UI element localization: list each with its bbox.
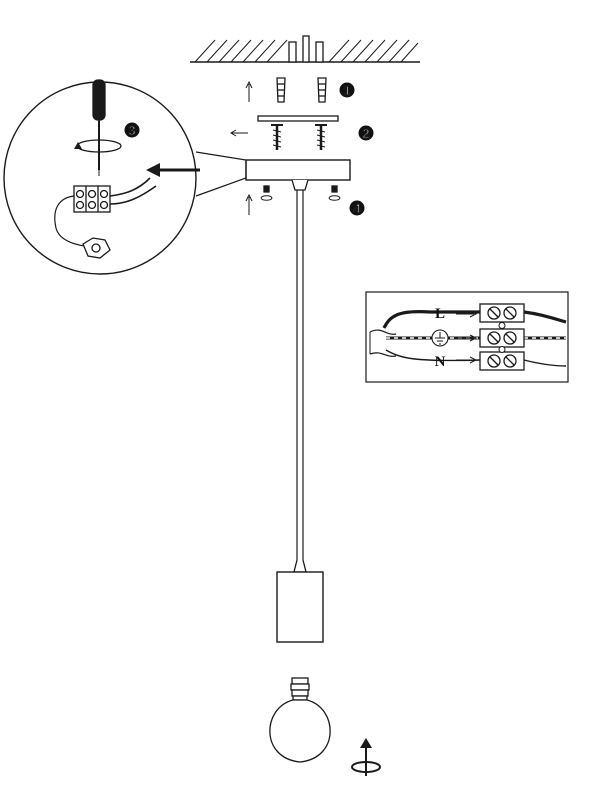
wall-plug-left [276,77,286,103]
ceiling [190,35,420,63]
step-number-2: 2 [362,126,369,141]
screw-left [271,124,283,150]
terminal-earth [479,328,525,348]
screwdriver-icon [92,79,106,176]
terminal-block-icon [73,185,111,213]
step-number-1: 1 [343,83,350,98]
neutral-label: N [435,354,446,370]
step-badge-1: 1 [339,82,355,99]
mounting-bracket [230,115,339,150]
earth-ground-icon [431,329,449,347]
pendant-cable [293,190,307,573]
screw-right [315,124,327,150]
wiring-inset: L N [365,291,569,383]
terminal-neutral [479,351,525,371]
step-number-3: 3 [128,123,135,138]
wiring-detail-bubble [3,79,247,275]
step-badge-2: 2 [358,125,374,142]
step-badge-3: 3 [124,122,140,139]
step-number-4: 4 [353,201,361,216]
hex-nut-icon [82,237,111,259]
terminal-live [479,303,525,323]
step-badge-4: 4 [349,200,365,217]
wall-plug-right [317,77,327,103]
light-bulb-icon [269,677,331,763]
rotate-arrow-icon [74,139,122,153]
lamp-socket-icon [276,571,324,643]
wall-plugs [245,77,327,103]
ceiling-canopy [245,159,351,215]
bulb-rotate-icon [351,738,381,776]
live-label: L [435,306,445,322]
